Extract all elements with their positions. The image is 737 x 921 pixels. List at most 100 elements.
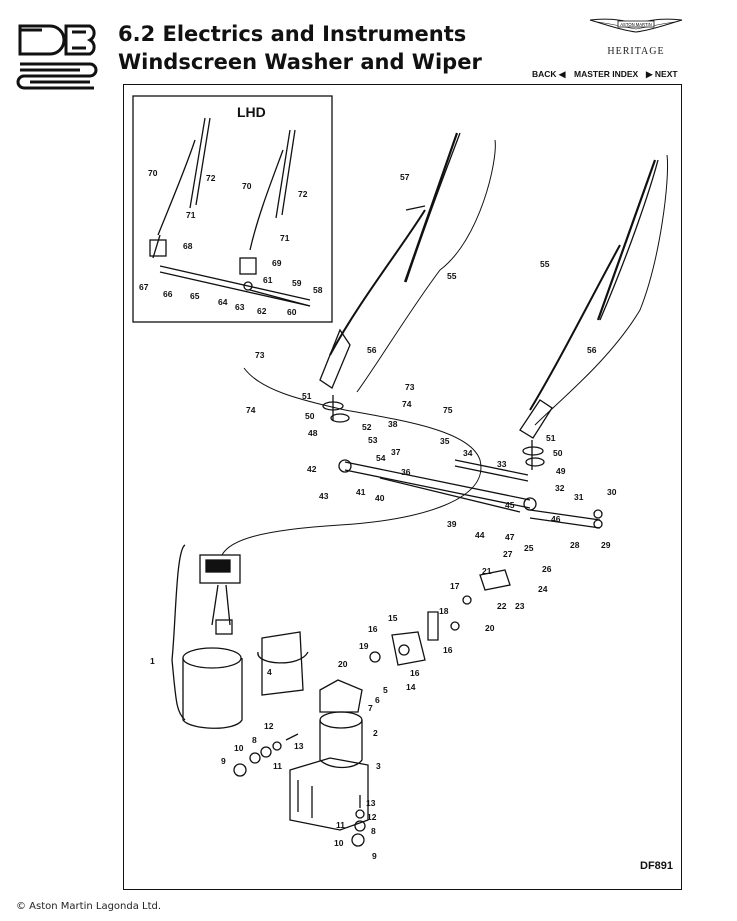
svg-text:16: 16 [443, 645, 453, 655]
svg-text:41: 41 [356, 487, 366, 497]
svg-text:12: 12 [367, 812, 377, 822]
svg-text:22: 22 [497, 601, 507, 611]
svg-text:55: 55 [540, 259, 550, 269]
svg-text:38: 38 [388, 419, 398, 429]
svg-text:74: 74 [246, 405, 256, 415]
svg-text:8: 8 [371, 826, 376, 836]
svg-text:68: 68 [183, 241, 193, 251]
next-link[interactable]: ▶ NEXT [646, 69, 678, 79]
svg-text:52: 52 [362, 422, 372, 432]
svg-text:42: 42 [307, 464, 317, 474]
svg-text:36: 36 [401, 467, 411, 477]
aston-martin-heritage-logo: ASTON MARTIN HERITAGE [588, 10, 684, 57]
svg-text:10: 10 [334, 838, 344, 848]
svg-text:32: 32 [555, 483, 565, 493]
svg-text:69: 69 [272, 258, 282, 268]
svg-text:31: 31 [574, 492, 584, 502]
svg-text:12: 12 [264, 721, 274, 731]
svg-text:13: 13 [294, 741, 304, 751]
svg-text:30: 30 [607, 487, 617, 497]
svg-text:16: 16 [410, 668, 420, 678]
copyright: © Aston Martin Lagonda Ltd. [16, 901, 162, 912]
svg-text:8: 8 [252, 735, 257, 745]
master-index-link[interactable]: MASTER INDEX [574, 69, 639, 79]
svg-text:56: 56 [587, 345, 597, 355]
svg-text:57: 57 [400, 172, 410, 182]
back-link[interactable]: BACK ◀ [532, 69, 566, 79]
title-line-1: 6.2 Electrics and Instruments [118, 22, 467, 46]
svg-text:4: 4 [267, 667, 272, 677]
svg-text:60: 60 [287, 307, 297, 317]
svg-text:75: 75 [443, 405, 453, 415]
title-line-2: Windscreen Washer and Wiper [118, 50, 482, 74]
svg-text:35: 35 [440, 436, 450, 446]
svg-text:14: 14 [406, 682, 416, 692]
svg-text:71: 71 [186, 210, 196, 220]
svg-text:48: 48 [308, 428, 318, 438]
svg-text:27: 27 [503, 549, 513, 559]
svg-text:70: 70 [148, 168, 158, 178]
svg-text:17: 17 [450, 581, 460, 591]
svg-text:73: 73 [405, 382, 415, 392]
svg-text:51: 51 [302, 391, 312, 401]
svg-text:37: 37 [391, 447, 401, 457]
svg-text:44: 44 [475, 530, 485, 540]
svg-text:1: 1 [150, 656, 155, 666]
svg-text:59: 59 [292, 278, 302, 288]
svg-text:39: 39 [447, 519, 457, 529]
svg-text:7: 7 [368, 703, 373, 713]
svg-text:46: 46 [551, 514, 561, 524]
svg-text:16: 16 [368, 624, 378, 634]
svg-text:73: 73 [255, 350, 265, 360]
svg-text:11: 11 [336, 820, 345, 830]
svg-text:26: 26 [542, 564, 552, 574]
svg-text:49: 49 [556, 466, 566, 476]
svg-text:34: 34 [463, 448, 473, 458]
svg-text:47: 47 [505, 532, 515, 542]
svg-text:9: 9 [372, 851, 377, 861]
svg-text:65: 65 [190, 291, 200, 301]
svg-text:13: 13 [366, 798, 376, 808]
svg-text:10: 10 [234, 743, 244, 753]
heritage-label: HERITAGE [607, 46, 665, 57]
svg-text:33: 33 [497, 459, 507, 469]
svg-text:56: 56 [367, 345, 377, 355]
svg-text:11: 11 [273, 761, 282, 771]
svg-text:51: 51 [546, 433, 556, 443]
svg-text:67: 67 [139, 282, 149, 292]
svg-text:55: 55 [447, 271, 457, 281]
svg-text:19: 19 [359, 641, 369, 651]
dbs-logo [16, 24, 98, 90]
svg-text:74: 74 [402, 399, 412, 409]
svg-text:2: 2 [373, 728, 378, 738]
svg-text:40: 40 [375, 493, 385, 503]
page-title: 6.2 Electrics and Instruments Windscreen… [118, 20, 482, 76]
svg-text:29: 29 [601, 540, 611, 550]
svg-text:6: 6 [375, 695, 380, 705]
svg-text:50: 50 [305, 411, 315, 421]
aston-martin-wings-icon: ASTON MARTIN [589, 18, 683, 33]
svg-text:63: 63 [235, 302, 245, 312]
svg-text:20: 20 [338, 659, 348, 669]
svg-text:64: 64 [218, 297, 228, 307]
svg-text:58: 58 [313, 285, 323, 295]
lhd-inset-box [132, 95, 333, 323]
inset-title: LHD [237, 104, 266, 120]
svg-text:9: 9 [221, 756, 226, 766]
svg-text:23: 23 [515, 601, 525, 611]
svg-text:53: 53 [368, 435, 378, 445]
svg-text:28: 28 [570, 540, 580, 550]
svg-text:50: 50 [553, 448, 563, 458]
svg-text:5: 5 [383, 685, 388, 695]
svg-text:20: 20 [485, 623, 495, 633]
svg-text:3: 3 [376, 761, 381, 771]
svg-text:24: 24 [538, 584, 548, 594]
svg-text:ASTON MARTIN: ASTON MARTIN [620, 22, 652, 27]
svg-text:54: 54 [376, 453, 386, 463]
diagram-reference: DF891 [640, 860, 674, 872]
svg-text:45: 45 [505, 500, 515, 510]
svg-text:70: 70 [242, 181, 252, 191]
svg-text:21: 21 [482, 566, 492, 576]
svg-text:15: 15 [388, 613, 398, 623]
